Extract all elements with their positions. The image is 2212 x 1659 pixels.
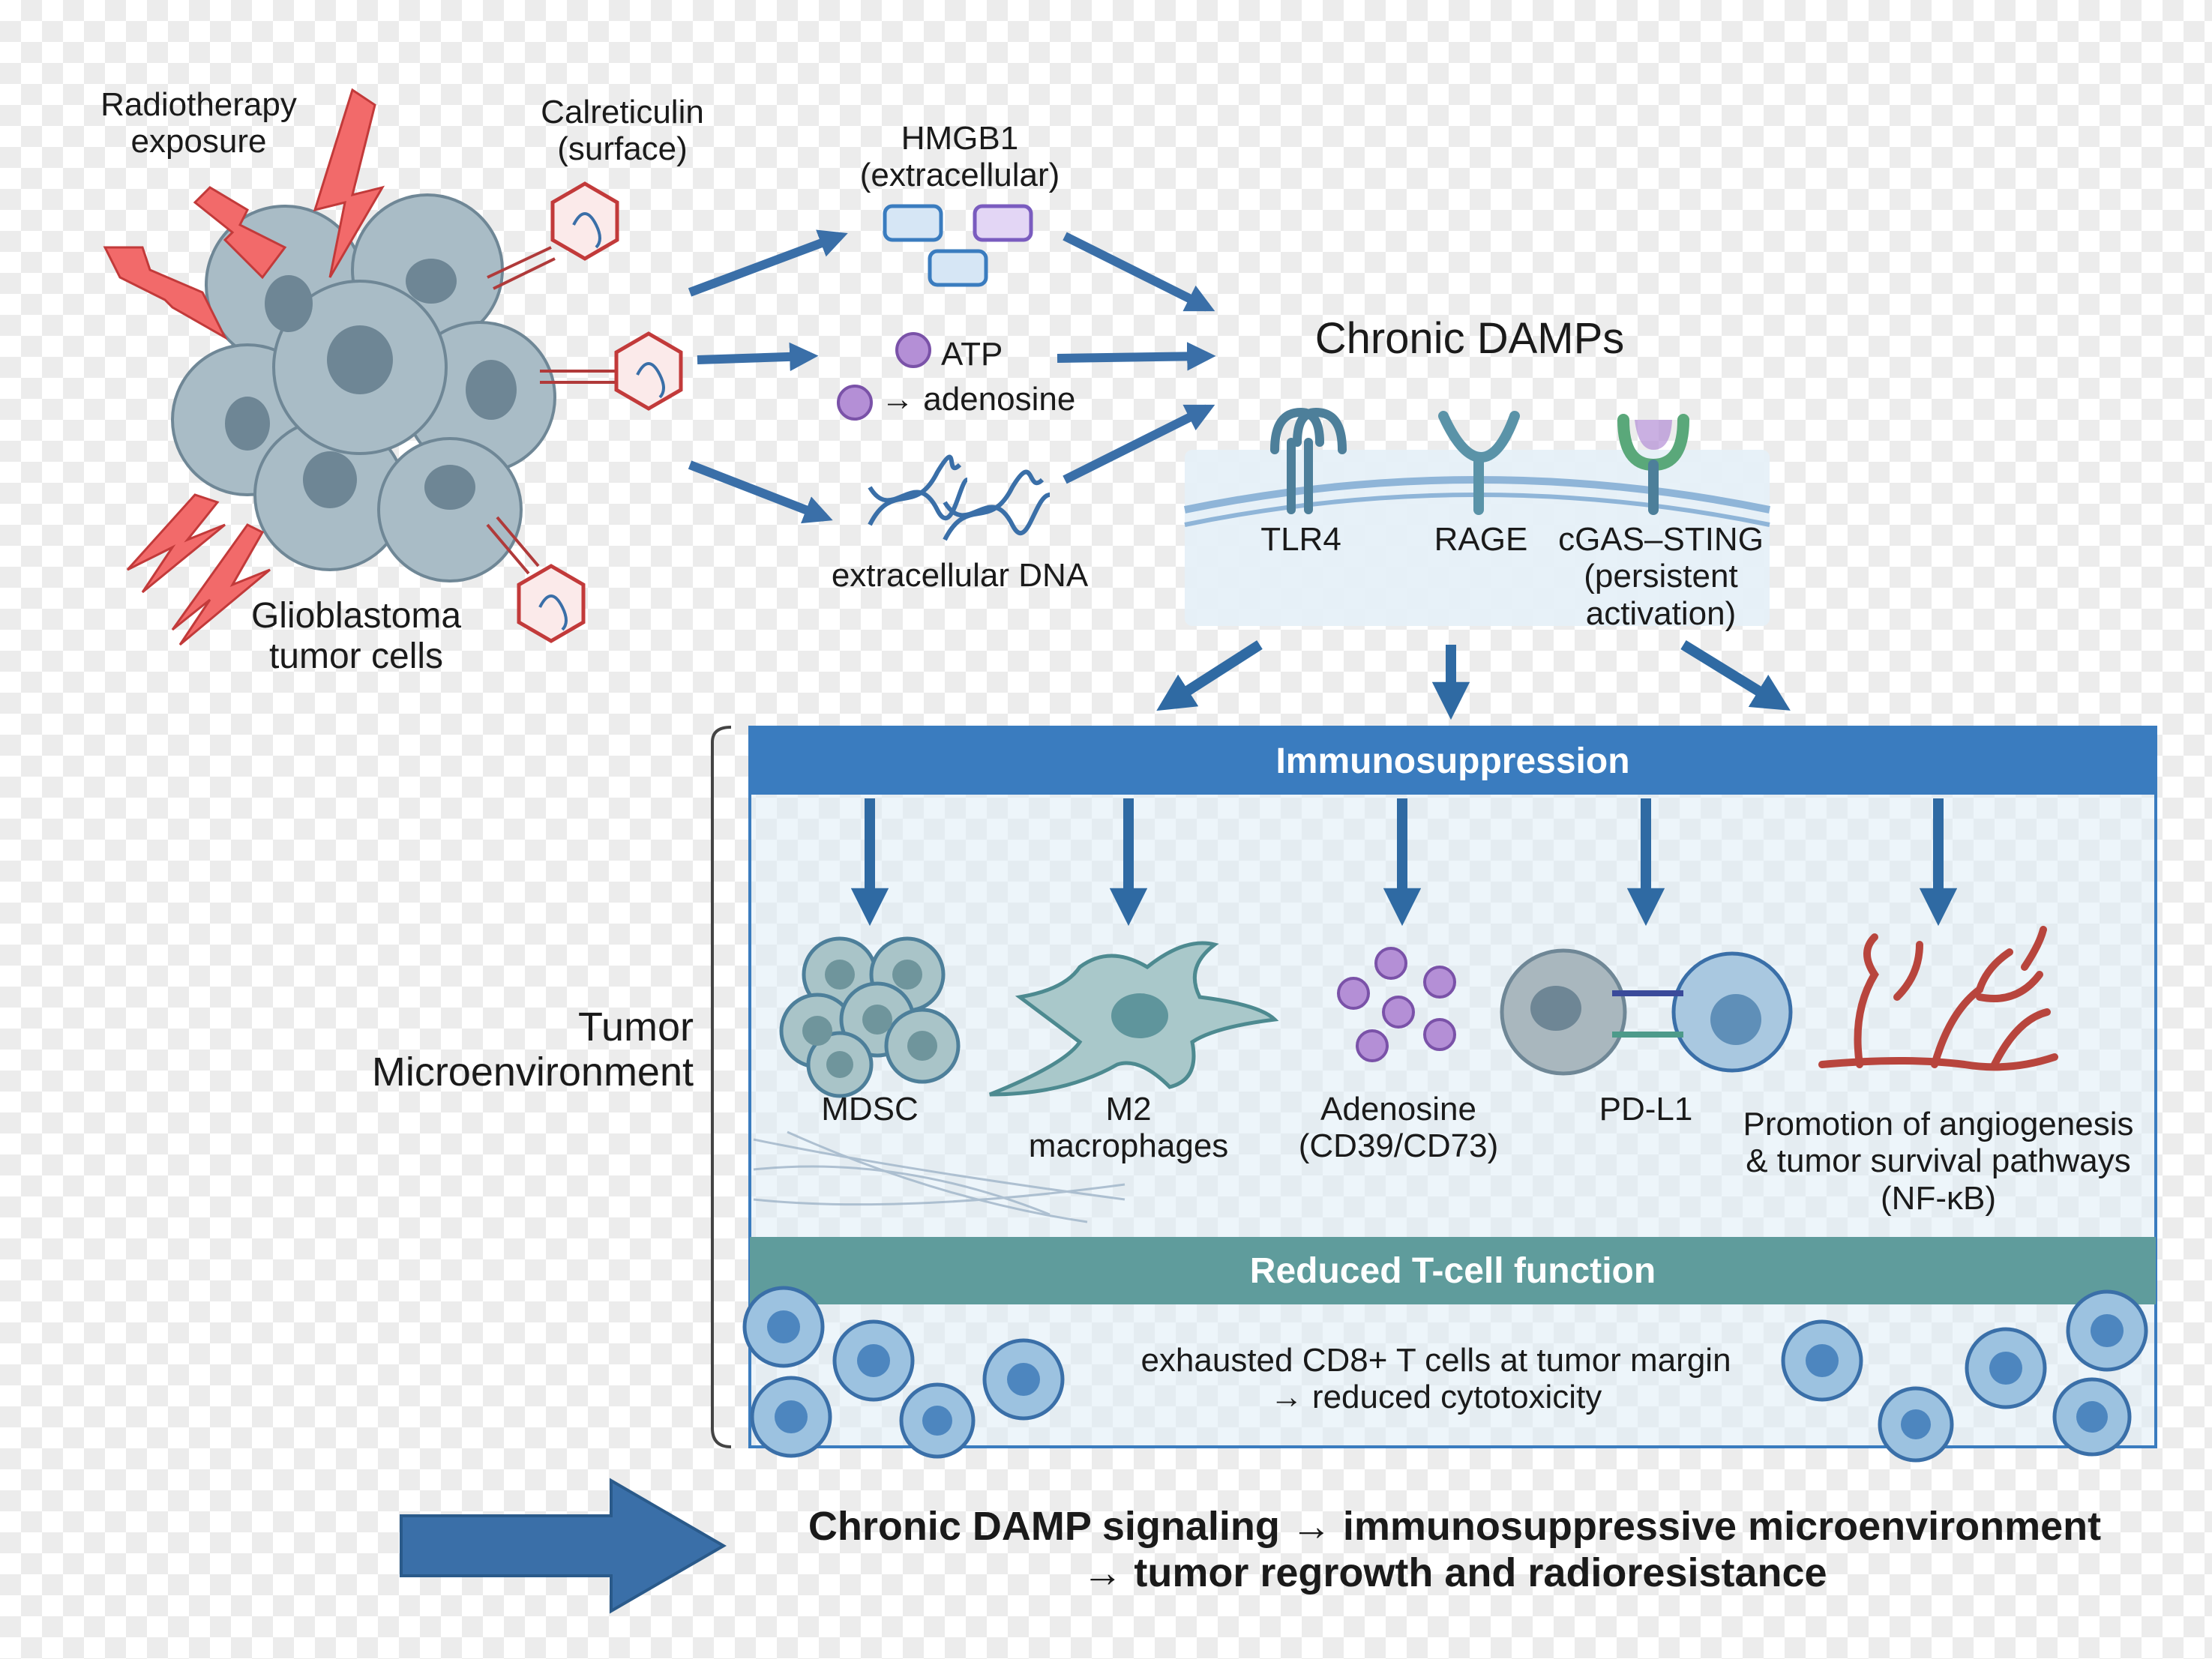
adenosine-cd-label: Adenosine (CD39/CD73) [1298, 1091, 1499, 1165]
calreticulin-label: Calreticulin (surface) [541, 94, 704, 168]
dna-helix-icons [868, 454, 1051, 541]
pd-l1-interaction-icon [1500, 948, 1793, 1076]
pd-l1-label: PD-L1 [1599, 1091, 1693, 1127]
angiogenesis-label: Promotion of angiogenesis & tumor surviv… [1743, 1106, 2134, 1217]
radiotherapy-label: Radiotherapy exposure [100, 86, 297, 160]
angiogenesis-vessels-icon [1818, 926, 2058, 1071]
immunosuppression-label: Immunosuppression [1275, 741, 1630, 781]
hmgb1-label: HMGB1 (extracellular) [859, 120, 1060, 194]
immuno-down-arrows [850, 798, 1958, 927]
extracellular-dna-label: extracellular DNA [831, 557, 1089, 594]
microenvironment-panel [748, 726, 2157, 1448]
tumor-microenvironment-label: Tumor Microenvironment [371, 1005, 694, 1095]
chronic-damps-label: Chronic DAMPs [1314, 314, 1625, 363]
tlr4-receptor-icon [1270, 407, 1347, 514]
reduced-tcell-band [750, 1237, 2156, 1304]
extracellular-matrix-fibers [753, 1130, 1125, 1223]
receptor-to-immuno-arrows [1156, 640, 1791, 720]
tlr4-label: TLR4 [1260, 521, 1341, 558]
microenvironment-bracket [711, 726, 732, 1448]
atp-dots [837, 332, 931, 421]
immunosuppression-band [750, 727, 2156, 795]
radiation-lightning-icons [103, 88, 385, 646]
conclusion-text: Chronic DAMP signaling → immunosuppressi… [808, 1504, 2102, 1596]
exhausted-cd8-label: exhausted CD8+ T cells at tumor margin →… [1140, 1342, 1731, 1416]
m2-macrophages-label: M2 macrophages [1028, 1091, 1229, 1165]
adenosine-arrow-label: → adenosine [881, 381, 1076, 418]
calreticulin-icons [486, 181, 683, 643]
reduced-tcell-label: Reduced T-cell function [1249, 1251, 1656, 1291]
tumor-to-damp-arrows [688, 229, 848, 524]
hmgb1-icon [883, 204, 1033, 287]
glioblastoma-cluster [171, 193, 556, 582]
atp-label: ATP [941, 336, 1003, 373]
rage-label: RAGE [1434, 521, 1528, 558]
mdsc-cell-icon [779, 936, 961, 1098]
conclusion-arrow [400, 1478, 727, 1614]
rage-receptor-icon [1438, 411, 1520, 515]
glioblastoma-label: Glioblastoma tumor cells [250, 596, 462, 676]
damp-to-chronic-arrows [1057, 232, 1216, 484]
adenosine-dots-icon [1337, 947, 1456, 1062]
m2-macrophage-icon [989, 941, 1279, 1097]
t-cell-icons [742, 1286, 2148, 1463]
cgas-sting-receptor-icon [1617, 414, 1689, 515]
cgas-sting-label: cGAS–STING (persistent activation) [1558, 521, 1764, 632]
mdsc-label: MDSC [821, 1091, 919, 1127]
